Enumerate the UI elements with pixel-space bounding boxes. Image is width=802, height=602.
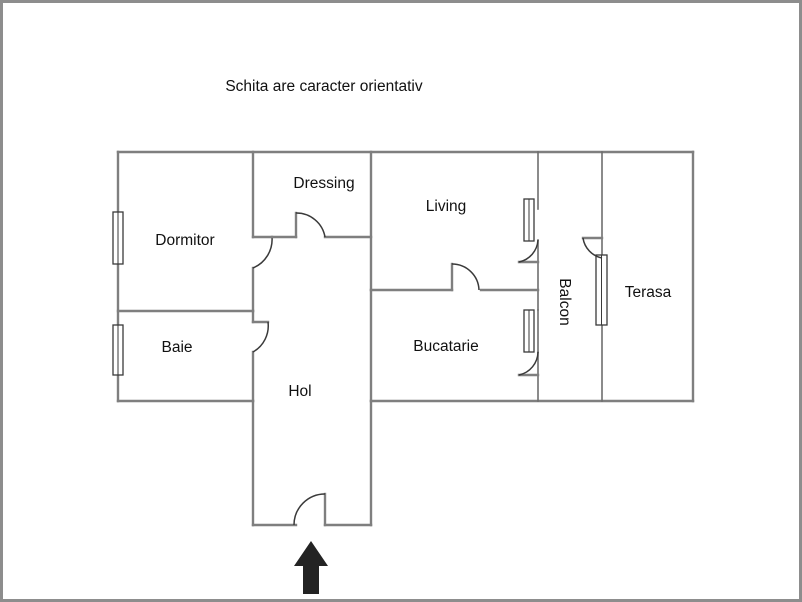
entrance-arrow-icon — [294, 541, 328, 594]
plan-title: Schita are caracter orientativ — [225, 78, 423, 95]
room-label-bucatarie: Bucatarie — [413, 338, 478, 355]
door-arc-dressing — [295, 212, 326, 238]
door-arc-dormitor — [252, 236, 273, 269]
door-arc-living-balcon — [518, 239, 539, 263]
door-arc-bucatarie — [451, 263, 480, 291]
door-arc-baie — [252, 321, 269, 353]
door-arc-balcon-terasa — [582, 237, 603, 259]
room-label-dormitor: Dormitor — [155, 232, 214, 249]
room-label-balcon: Balcon — [556, 278, 573, 325]
door-arc-bucatarie-balcon — [518, 351, 539, 376]
room-label-dressing: Dressing — [293, 175, 354, 192]
room-label-hol: Hol — [288, 383, 311, 400]
room-label-living: Living — [426, 198, 467, 215]
room-label-baie: Baie — [161, 339, 192, 356]
room-label-terasa: Terasa — [625, 284, 672, 301]
door-arc-entrance — [293, 493, 326, 526]
